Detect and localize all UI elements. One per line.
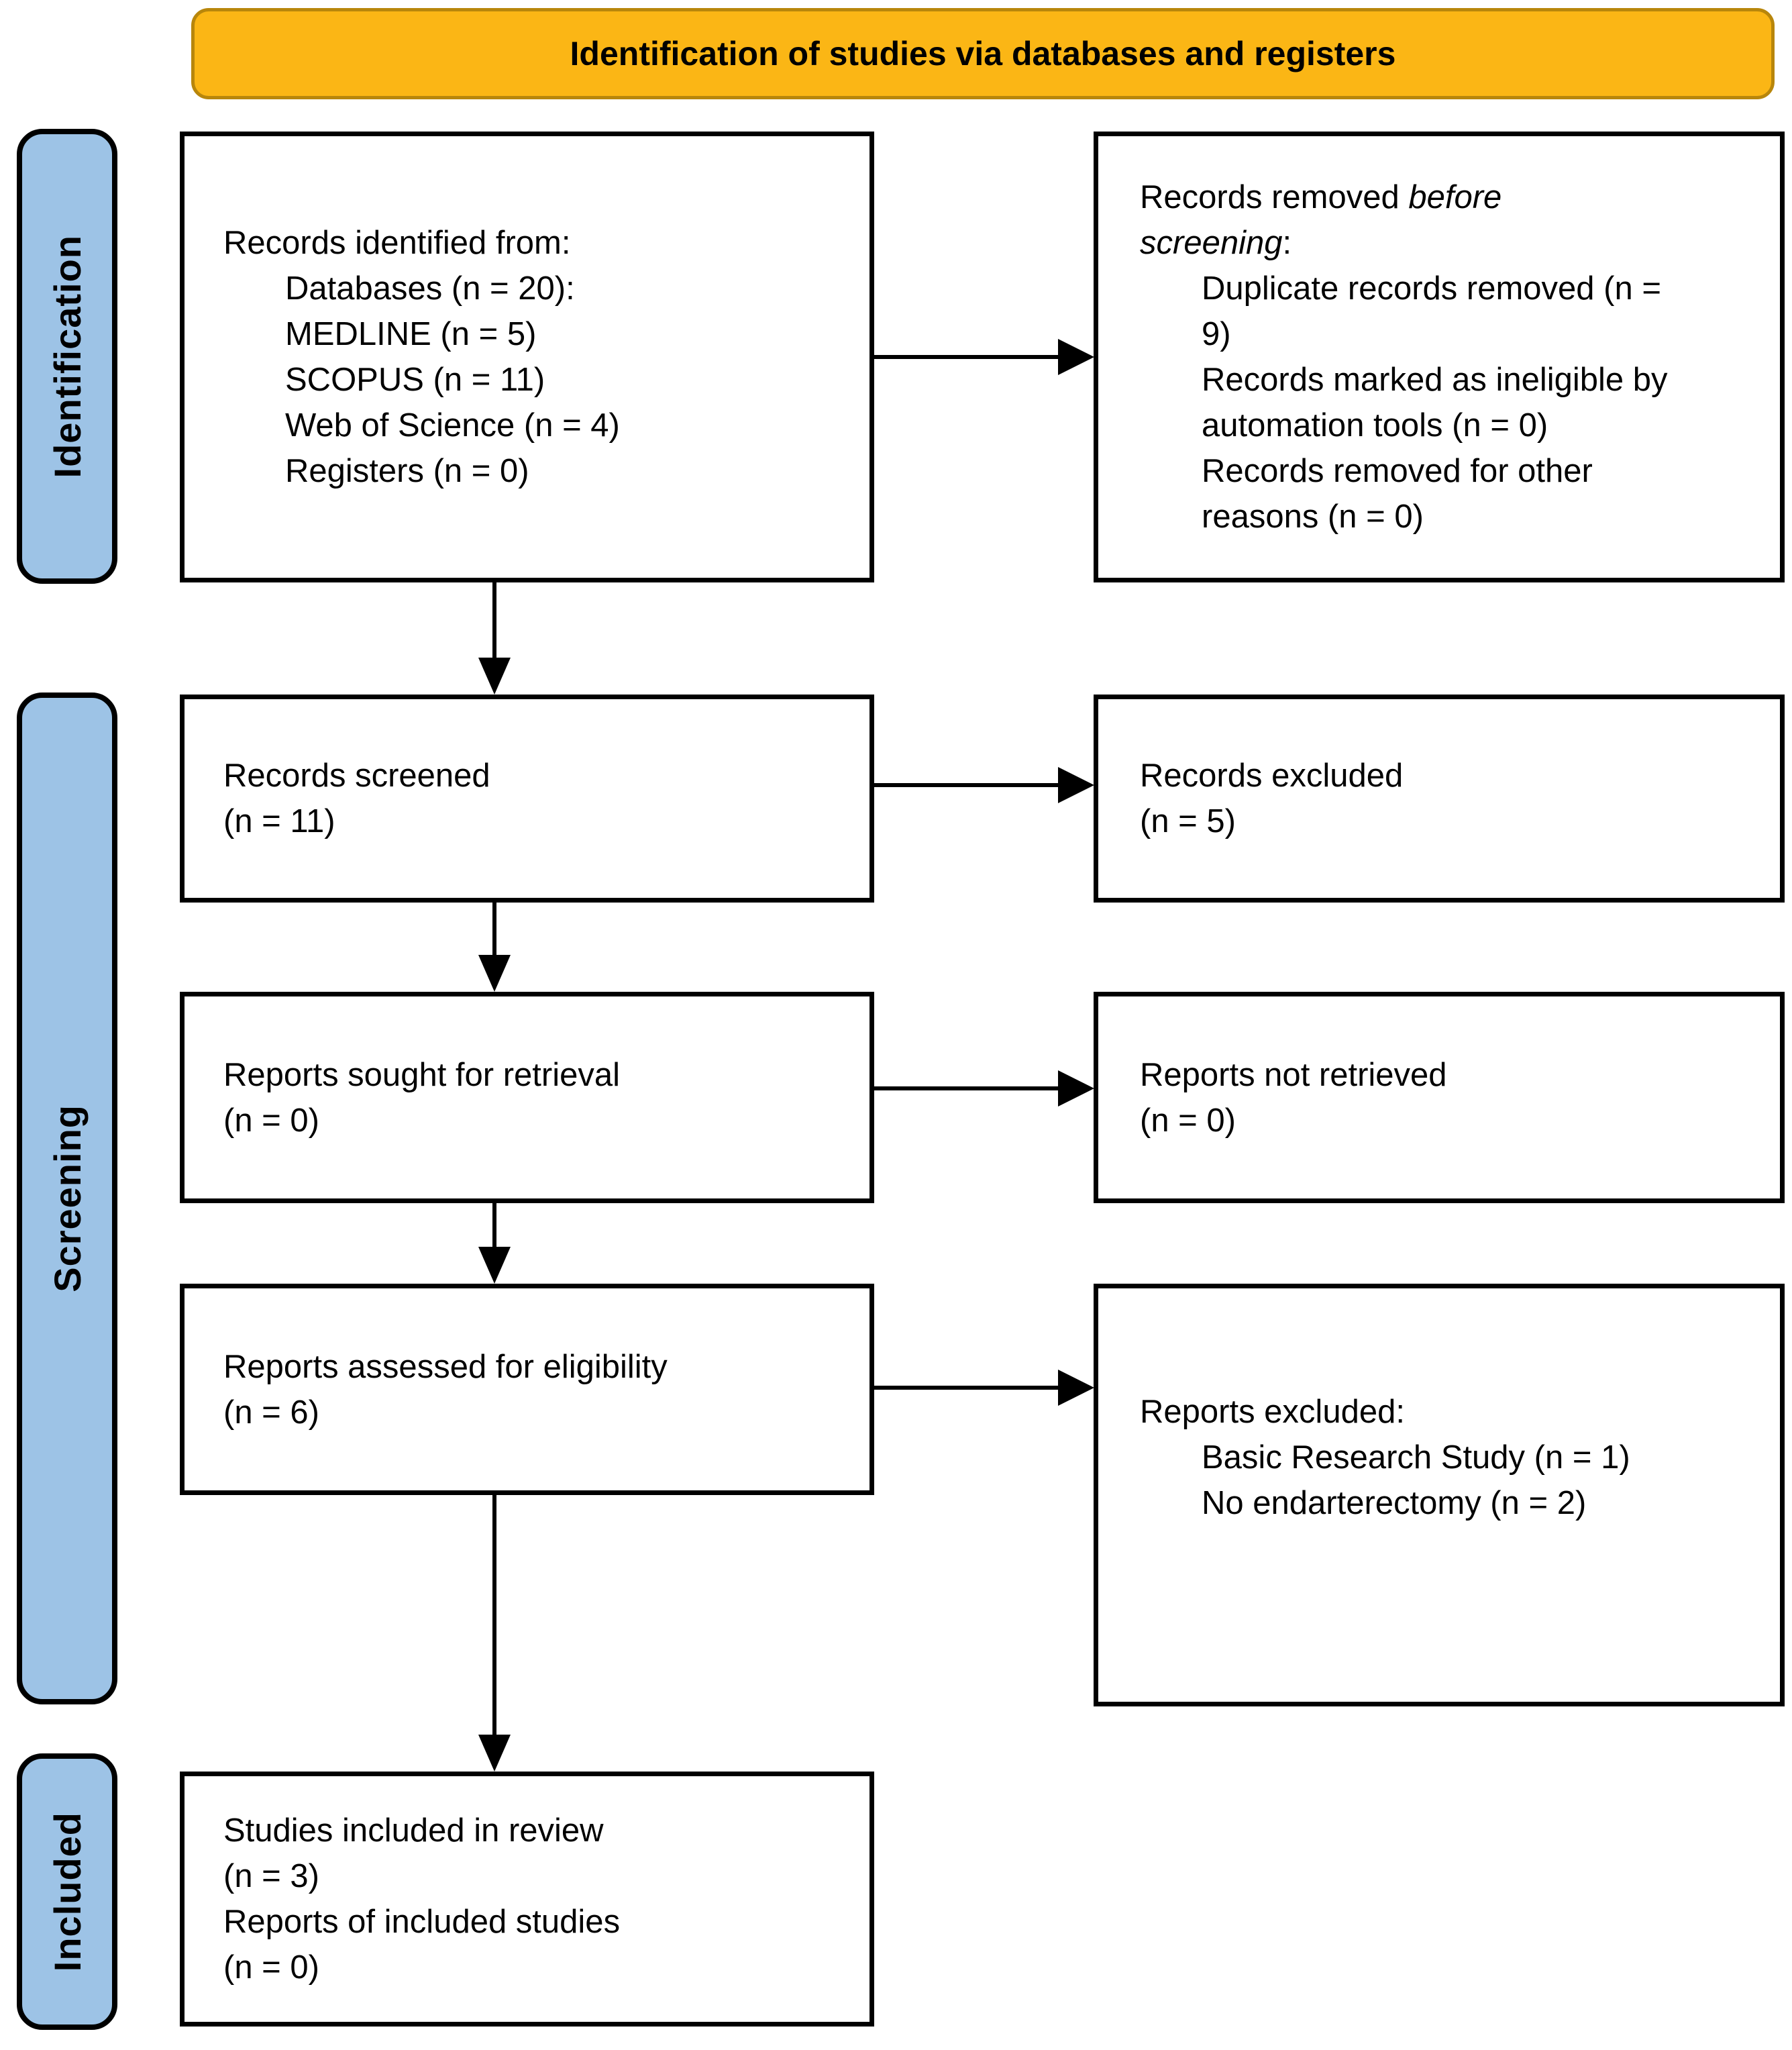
studies-included-line: Reports of included studies xyxy=(223,1904,621,1940)
records-identified-title: Records identified from: xyxy=(223,225,571,261)
sidebar-item-included: Included xyxy=(17,1753,117,2030)
box-records-excluded: Records excluded (n = 5) xyxy=(1094,695,1785,903)
box-records-identified: Records identified from: Databases (n = … xyxy=(180,132,874,582)
reports-excluded-item: No endarterectomy (n = 2) xyxy=(1202,1485,1587,1521)
sidebar-screening-label: Screening xyxy=(46,1105,89,1292)
banner: Identification of studies via databases … xyxy=(191,8,1775,99)
sidebar-item-identification: Identification xyxy=(17,129,117,584)
reports-assessed-count: (n = 6) xyxy=(223,1394,319,1431)
records-screened-count: (n = 11) xyxy=(223,803,335,839)
studies-included-count: (n = 3) xyxy=(223,1858,319,1894)
records-excluded-line: Records excluded xyxy=(1140,758,1404,794)
box-records-screened: Records screened (n = 11) xyxy=(180,695,874,903)
records-identified-item: Databases (n = 20): xyxy=(285,270,575,307)
box-reports-sought: Reports sought for retrieval (n = 0) xyxy=(180,992,874,1203)
banner-title: Identification of studies via databases … xyxy=(570,35,1396,72)
records-identified-item: SCOPUS (n = 11) xyxy=(285,362,545,398)
box-reports-not-retrieved: Reports not retrieved (n = 0) xyxy=(1094,992,1785,1203)
records-identified-item: Registers (n = 0) xyxy=(285,453,529,489)
box-reports-assessed: Reports assessed for eligibility (n = 6) xyxy=(180,1284,874,1495)
box-records-removed-before-screening: Records removed before screening: Duplic… xyxy=(1094,132,1785,582)
records-screened-line: Records screened xyxy=(223,758,490,794)
box-reports-excluded: Reports excluded: Basic Research Study (… xyxy=(1094,1284,1785,1706)
records-removed-title-italic: before screening xyxy=(1140,179,1502,261)
records-removed-item: Records marked as ineligible by automati… xyxy=(1202,362,1668,444)
sidebar-item-screening: Screening xyxy=(17,693,117,1704)
records-excluded-count: (n = 5) xyxy=(1140,803,1236,839)
sidebar-included-label: Included xyxy=(46,1811,89,1972)
studies-included-line: Studies included in review xyxy=(223,1812,604,1849)
reports-assessed-line: Reports assessed for eligibility xyxy=(223,1348,668,1385)
reports-sought-count: (n = 0) xyxy=(223,1102,319,1139)
reports-sought-line: Reports sought for retrieval xyxy=(223,1056,620,1093)
records-removed-title: Records removed before screening: xyxy=(1140,179,1502,261)
sidebar-identification-label: Identification xyxy=(46,234,89,478)
records-identified-item: Web of Science (n = 4) xyxy=(285,407,620,444)
reports-not-retrieved-count: (n = 0) xyxy=(1140,1102,1236,1139)
reports-not-retrieved-line: Reports not retrieved xyxy=(1140,1056,1447,1093)
records-removed-item: Records removed for other reasons (n = 0… xyxy=(1202,453,1593,535)
records-removed-item: Duplicate records removed (n = 9) xyxy=(1202,270,1661,352)
reports-excluded-item: Basic Research Study (n = 1) xyxy=(1202,1439,1630,1476)
box-studies-included: Studies included in review (n = 3) Repor… xyxy=(180,1772,874,2027)
studies-included-count: (n = 0) xyxy=(223,1949,319,1986)
records-identified-item: MEDLINE (n = 5) xyxy=(285,316,537,352)
reports-excluded-title: Reports excluded: xyxy=(1140,1394,1405,1430)
